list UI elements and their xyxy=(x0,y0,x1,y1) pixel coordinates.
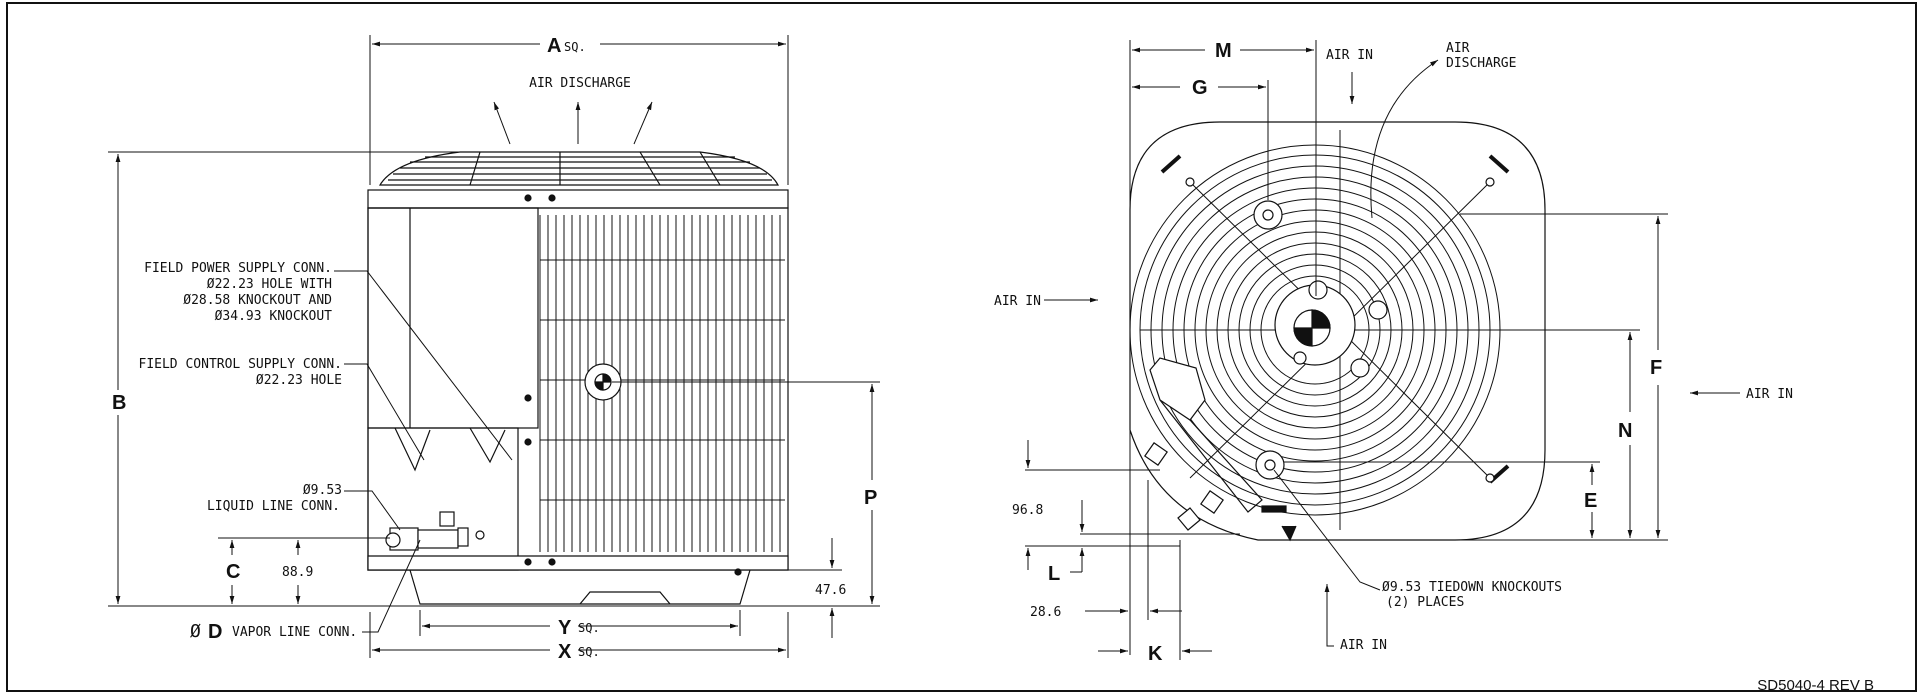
dim-p-label: P xyxy=(864,487,877,509)
side-elevation-view xyxy=(367,151,789,605)
service-valves xyxy=(385,511,485,551)
dim-x-label: X xyxy=(558,641,572,663)
cabinet-body xyxy=(367,207,789,571)
dim-e-label: E xyxy=(1584,490,1597,512)
liquid-line-label-1: Ø9.53 xyxy=(303,483,342,498)
dim-m-label: M xyxy=(1215,40,1232,62)
air-in-top-label: AIR IN xyxy=(1326,48,1373,63)
dim-d-symbol: Ø xyxy=(190,621,201,642)
dim-g-label: G xyxy=(1192,77,1208,99)
dim-y-suffix: SQ. xyxy=(578,621,600,635)
drawing-reference: SD5040-4 REV B xyxy=(1757,677,1874,694)
dim-y-label: Y xyxy=(558,617,572,639)
air-in-bottom-label: AIR IN xyxy=(1340,638,1387,653)
top-plate xyxy=(367,189,789,209)
dim-f-label: F xyxy=(1650,357,1662,379)
air-discharge-label-1: AIR xyxy=(1446,41,1470,56)
control-box-cover xyxy=(367,207,539,429)
base-pan xyxy=(367,555,789,571)
top-fan-guard xyxy=(378,151,779,186)
dim-96-8-label: 96.8 xyxy=(1012,503,1043,518)
side-view-dimensions xyxy=(108,35,880,658)
dim-a-label: A xyxy=(547,35,561,57)
control-supply-label-2: Ø22.23 HOLE xyxy=(256,373,342,388)
power-supply-label-3: Ø28.58 KNOCKOUT AND xyxy=(183,293,332,308)
power-supply-label-2: Ø22.23 HOLE WITH xyxy=(207,277,332,292)
air-discharge-label-2: DISCHARGE xyxy=(1446,56,1516,71)
dim-d-label: D xyxy=(208,621,222,643)
top-plan-view xyxy=(1129,121,1546,542)
coil-fins xyxy=(539,215,785,552)
tiedown-label-2: (2) PLACES xyxy=(1386,595,1464,610)
dim-n-label: N xyxy=(1618,420,1632,442)
drawing-border xyxy=(6,2,1917,692)
tiedown-knockout xyxy=(1255,450,1285,480)
dim-47-6-label: 47.6 xyxy=(815,583,846,598)
dim-c-label: C xyxy=(226,561,240,583)
tiedown-label-1: Ø9.53 TIEDOWN KNOCKOUTS xyxy=(1382,580,1562,595)
control-supply-label-1: FIELD CONTROL SUPPLY CONN. xyxy=(139,357,343,372)
vapor-line-label: VAPOR LINE CONN. xyxy=(232,625,357,640)
dim-x-suffix: SQ. xyxy=(578,645,600,659)
plan-view-labels: M G AIR IN AIR DISCHARGE AIR IN AIR IN A… xyxy=(994,40,1793,665)
air-in-left-label: AIR IN xyxy=(994,294,1041,309)
dim-b-label: B xyxy=(112,392,126,414)
air-discharge-label: AIR DISCHARGE xyxy=(529,76,631,91)
tiedown-knockout xyxy=(1253,200,1283,230)
power-supply-label-4: Ø34.93 KNOCKOUT xyxy=(215,309,333,324)
dim-28-6-label: 28.6 xyxy=(1030,605,1061,620)
side-view-labels: A SQ. AIR DISCHARGE FIELD POWER SUPPLY C… xyxy=(112,35,877,663)
air-in-right-label: AIR IN xyxy=(1746,387,1793,402)
dim-l-label: L xyxy=(1048,563,1060,585)
dim-a-suffix: SQ. xyxy=(564,40,586,54)
dim-k-label: K xyxy=(1148,643,1163,665)
dim-88-9-label: 88.9 xyxy=(282,565,313,580)
liquid-line-label-2: LIQUID LINE CONN. xyxy=(207,499,340,514)
power-supply-label-1: FIELD POWER SUPPLY CONN. xyxy=(144,261,332,276)
plan-view-dimensions xyxy=(1025,40,1740,660)
